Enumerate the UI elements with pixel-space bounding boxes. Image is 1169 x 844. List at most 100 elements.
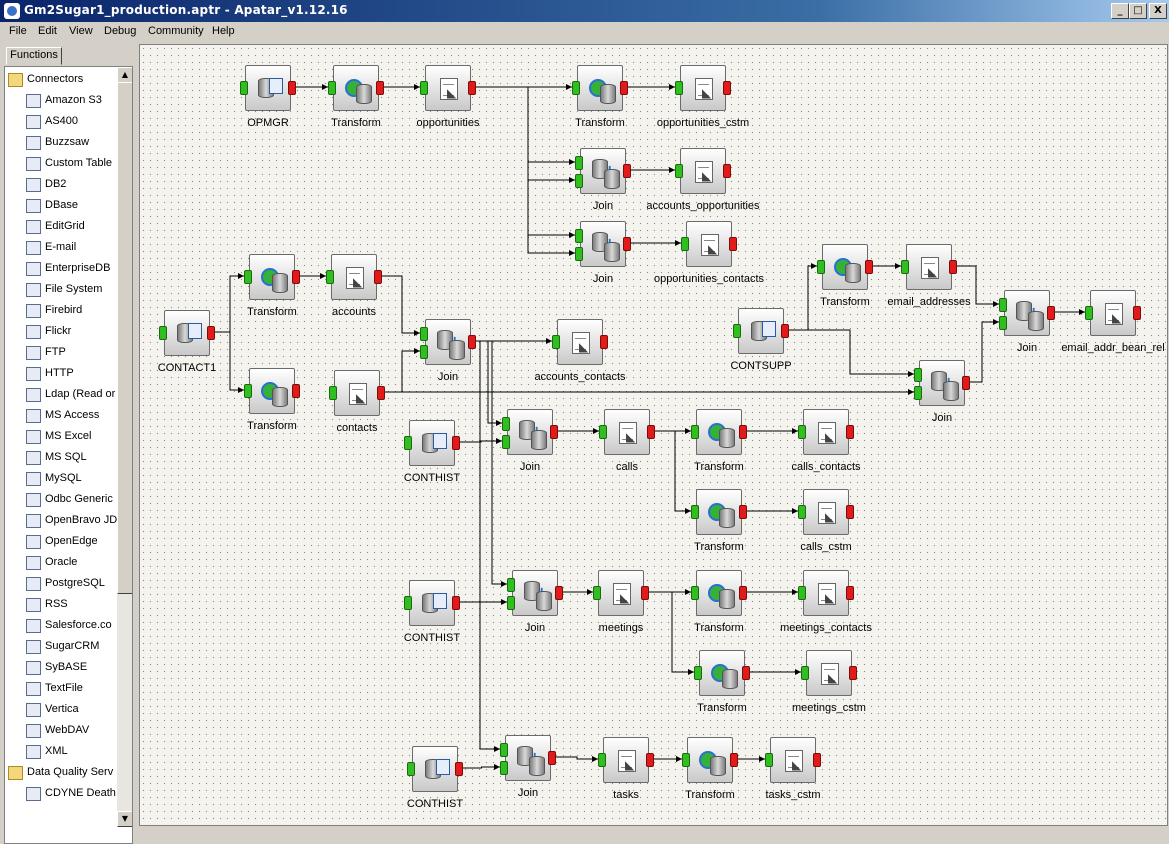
node-source[interactable]: OPMGR: [240, 65, 296, 129]
input-port[interactable]: [575, 247, 583, 261]
node-body[interactable]: ◣: [334, 370, 380, 416]
node-body[interactable]: +: [425, 319, 471, 365]
node-body[interactable]: ◣: [604, 409, 650, 455]
output-port[interactable]: [1133, 306, 1141, 320]
node-body[interactable]: +: [505, 735, 551, 781]
input-port[interactable]: [552, 335, 560, 349]
output-port[interactable]: [452, 436, 460, 450]
output-port[interactable]: [641, 586, 649, 600]
input-port[interactable]: [999, 316, 1007, 330]
input-port[interactable]: [733, 324, 741, 338]
output-port[interactable]: [723, 164, 731, 178]
node-source[interactable]: CONTHIST: [404, 420, 460, 484]
node-join[interactable]: +Join: [999, 290, 1055, 354]
node-source[interactable]: CONTSUPP: [730, 308, 792, 372]
node-body[interactable]: +: [507, 409, 553, 455]
output-port[interactable]: [846, 505, 854, 519]
node-body[interactable]: +: [512, 570, 558, 616]
node-sink[interactable]: ◣calls_contacts: [791, 409, 861, 473]
input-port[interactable]: [682, 753, 690, 767]
output-port[interactable]: [468, 335, 476, 349]
node-body[interactable]: [249, 368, 295, 414]
node-body[interactable]: [245, 65, 291, 111]
node-sink[interactable]: ◣meetings: [593, 570, 649, 634]
input-port[interactable]: [798, 505, 806, 519]
output-port[interactable]: [292, 384, 300, 398]
node-body[interactable]: [249, 254, 295, 300]
output-port[interactable]: [846, 425, 854, 439]
node-body[interactable]: [738, 308, 784, 354]
output-port[interactable]: [742, 666, 750, 680]
output-port[interactable]: [730, 753, 738, 767]
input-port[interactable]: [244, 270, 252, 284]
node-body[interactable]: [696, 489, 742, 535]
menu-view[interactable]: View: [69, 25, 93, 37]
input-port[interactable]: [694, 666, 702, 680]
output-port[interactable]: [646, 753, 654, 767]
node-join[interactable]: +Join: [914, 360, 970, 424]
output-port[interactable]: [620, 81, 628, 95]
output-port[interactable]: [600, 335, 608, 349]
output-port[interactable]: [849, 666, 857, 680]
output-port[interactable]: [374, 270, 382, 284]
output-port[interactable]: [376, 81, 384, 95]
node-transform[interactable]: Transform: [682, 737, 738, 801]
node-body[interactable]: [696, 409, 742, 455]
input-port[interactable]: [914, 386, 922, 400]
input-port[interactable]: [691, 425, 699, 439]
output-port[interactable]: [452, 596, 460, 610]
node-sink[interactable]: ◣tasks_cstm: [765, 737, 821, 801]
output-port[interactable]: [781, 324, 789, 338]
input-port[interactable]: [572, 81, 580, 95]
output-port[interactable]: [647, 425, 655, 439]
node-body[interactable]: +: [919, 360, 965, 406]
node-body[interactable]: ◣: [806, 650, 852, 696]
node-transform[interactable]: Transform: [691, 489, 747, 553]
input-port[interactable]: [420, 327, 428, 341]
node-source[interactable]: CONTHIST: [407, 746, 463, 810]
node-body[interactable]: ◣: [603, 737, 649, 783]
input-port[interactable]: [507, 596, 515, 610]
node-source[interactable]: CONTHIST: [404, 580, 460, 644]
output-port[interactable]: [550, 425, 558, 439]
input-port[interactable]: [575, 174, 583, 188]
input-port[interactable]: [244, 384, 252, 398]
output-port[interactable]: [813, 753, 821, 767]
input-port[interactable]: [329, 386, 337, 400]
node-transform[interactable]: Transform: [244, 368, 300, 432]
node-join[interactable]: +Join: [575, 148, 631, 212]
node-body[interactable]: [577, 65, 623, 111]
input-port[interactable]: [999, 298, 1007, 312]
menu-edit[interactable]: Edit: [38, 25, 57, 37]
input-port[interactable]: [1085, 306, 1093, 320]
input-port[interactable]: [328, 81, 336, 95]
scroll-thumb[interactable]: [117, 82, 132, 594]
node-body[interactable]: [409, 580, 455, 626]
node-sink[interactable]: ◣email_addresses: [887, 244, 971, 308]
node-body[interactable]: ◣: [680, 148, 726, 194]
output-port[interactable]: [723, 81, 731, 95]
output-port[interactable]: [623, 237, 631, 251]
node-transform[interactable]: Transform: [691, 409, 747, 473]
node-body[interactable]: [696, 570, 742, 616]
input-port[interactable]: [801, 666, 809, 680]
node-sink[interactable]: ◣opportunities: [417, 65, 480, 129]
functions-tab[interactable]: Functions: [6, 47, 62, 65]
node-body[interactable]: ◣: [686, 221, 732, 267]
output-port[interactable]: [548, 751, 556, 765]
input-port[interactable]: [914, 368, 922, 382]
node-transform[interactable]: Transform: [572, 65, 628, 129]
node-sink[interactable]: ◣meetings_contacts: [780, 570, 872, 634]
menu-file[interactable]: File: [9, 25, 27, 37]
node-sink[interactable]: ◣meetings_cstm: [792, 650, 866, 714]
node-join[interactable]: +Join: [420, 319, 476, 383]
node-join[interactable]: +Join: [502, 409, 558, 473]
node-body[interactable]: ◣: [425, 65, 471, 111]
node-join[interactable]: +Join: [500, 735, 556, 799]
node-body[interactable]: ◣: [331, 254, 377, 300]
node-body[interactable]: +: [1004, 290, 1050, 336]
node-sink[interactable]: ◣accounts_contacts: [534, 319, 626, 383]
node-sink[interactable]: ◣accounts_opportunities: [646, 148, 760, 212]
input-port[interactable]: [240, 81, 248, 95]
